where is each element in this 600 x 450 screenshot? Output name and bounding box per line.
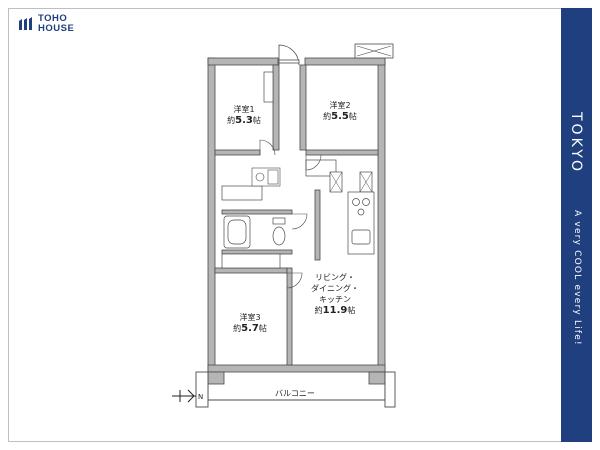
- logo-line2: HOUSE: [38, 23, 75, 34]
- wall-room3-right: [286, 267, 293, 366]
- washer-pan: [267, 169, 279, 185]
- toho-house-logo: TOHO HOUSE: [18, 14, 74, 34]
- side-band: [561, 8, 592, 442]
- closets: [221, 71, 373, 269]
- room-western3-label: 洋室3 約5.7帖: [228, 312, 272, 334]
- room-western1-label: 洋室1 約5.3帖: [222, 104, 266, 126]
- wall-notch-left: [207, 371, 225, 385]
- stove-burner-2: [362, 198, 370, 206]
- wall-top-left: [207, 57, 279, 66]
- room-western3-size: 約5.7帖: [233, 323, 267, 334]
- closet-room1: [263, 71, 274, 103]
- kitchen: [347, 191, 375, 255]
- kitchen-sink: [351, 229, 371, 245]
- logo-line1: TOHO: [38, 13, 68, 24]
- room-western2-size: 約5.5帖: [323, 111, 357, 122]
- compass-icon: [172, 389, 196, 403]
- room-western1-name: 洋室1: [233, 105, 255, 114]
- logo-mark-icon: [19, 17, 32, 30]
- room-western2-name: 洋室2: [329, 101, 351, 110]
- logo-text: TOHO HOUSE: [38, 14, 74, 34]
- bathtub: [223, 215, 251, 249]
- room-western3-name: 洋室3: [239, 313, 261, 322]
- room-ldk-label: リビング・ ダイニング・ キッチン 約11.9帖: [300, 272, 370, 316]
- closet-sink-area: [221, 185, 263, 201]
- wall-top-right: [304, 57, 386, 66]
- room-ldk-line1: リビング・: [315, 273, 355, 282]
- basin-bowl: [255, 172, 265, 182]
- balcony-label: バルコニー: [275, 389, 315, 398]
- balcony: [195, 371, 396, 408]
- room-ldk-line3: キッチン: [319, 295, 351, 304]
- wall-bath-bottom: [221, 249, 293, 255]
- kitchen-counter: [347, 191, 375, 255]
- door-room3: [286, 272, 303, 289]
- room-western2-label: 洋室2 約5.5帖: [318, 100, 362, 122]
- outer-walls: [207, 57, 386, 385]
- wall-room3-top: [214, 267, 288, 274]
- wall-bottom: [207, 364, 386, 373]
- wall-kitchen: [314, 189, 321, 261]
- wall-room1-bottom: [214, 149, 261, 156]
- wall-room1-right: [272, 64, 280, 151]
- stove-burner-3: [357, 208, 365, 216]
- room-western1-size: 約5.3帖: [227, 115, 261, 126]
- ac-unit: [354, 43, 394, 59]
- wall-notch-right: [368, 371, 386, 385]
- wall-room2-left: [299, 64, 307, 151]
- entrance-door: [278, 44, 300, 66]
- room-ldk-line2: ダイニング・: [311, 284, 359, 293]
- room-doors: [259, 139, 322, 289]
- door-room2: [305, 154, 322, 171]
- compass-north-label: N: [198, 393, 203, 401]
- door-wc: [291, 213, 308, 230]
- washroom: [251, 167, 281, 187]
- toilet: [272, 217, 286, 246]
- closet-room3: [221, 253, 281, 269]
- wall-right: [377, 57, 386, 373]
- room-ldk-size: 約11.9帖: [314, 305, 356, 316]
- stove-burner-1: [352, 198, 360, 206]
- wall-room2-bottom: [305, 149, 379, 156]
- door-room1: [259, 139, 276, 156]
- wall-left: [207, 57, 216, 373]
- wall-bath-top: [221, 209, 293, 215]
